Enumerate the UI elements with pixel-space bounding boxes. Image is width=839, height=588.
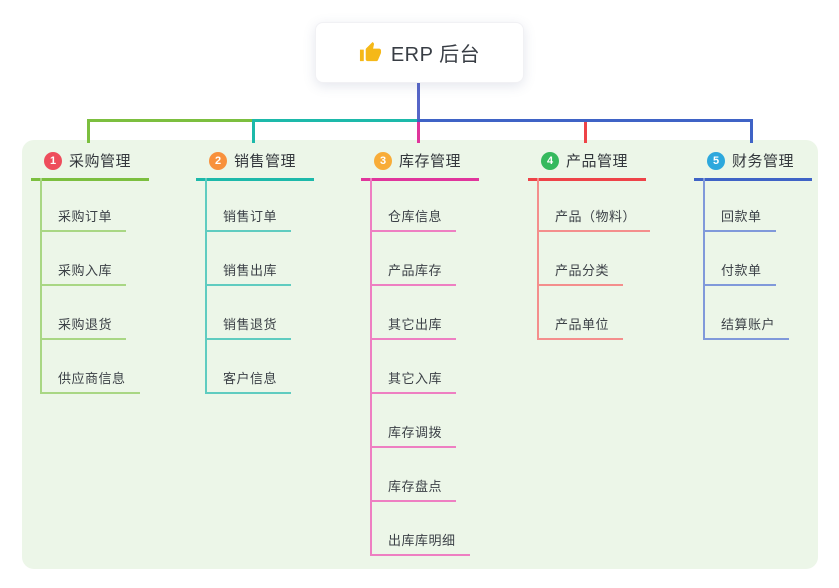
branch-spine-line xyxy=(537,178,539,340)
child-row: 产品（物料） xyxy=(537,178,651,232)
branch-children: 回款单付款单结算账户 xyxy=(703,178,790,340)
child-node[interactable]: 库存调拨 xyxy=(370,422,457,448)
branch-node-5[interactable]: 5 财务管理 xyxy=(694,150,812,181)
child-row: 销售订单 xyxy=(205,178,292,232)
branch-drop-line xyxy=(584,119,587,143)
child-row: 采购退货 xyxy=(40,286,140,340)
bus-segment xyxy=(417,119,753,122)
child-node[interactable]: 其它出库 xyxy=(370,314,457,340)
branch-number-badge: 3 xyxy=(374,151,392,170)
branch-node-4[interactable]: 4 产品管理 xyxy=(528,150,646,181)
child-node[interactable]: 采购退货 xyxy=(40,314,127,340)
child-node[interactable]: 销售订单 xyxy=(205,206,292,232)
branches-panel xyxy=(22,140,818,569)
branch-label: 库存管理 xyxy=(399,153,462,170)
child-node[interactable]: 出库库明细 xyxy=(370,530,470,556)
child-node[interactable]: 产品库存 xyxy=(370,260,457,286)
branch-label: 销售管理 xyxy=(234,153,297,170)
branch-spine-line xyxy=(370,178,372,556)
thumbs-up-icon xyxy=(359,41,382,64)
child-node[interactable]: 回款单 xyxy=(703,206,776,232)
branch-number-badge: 5 xyxy=(707,151,725,170)
child-node[interactable]: 采购订单 xyxy=(40,206,127,232)
root-node[interactable]: ERP 后台 xyxy=(315,22,524,83)
child-node[interactable]: 销售出库 xyxy=(205,260,292,286)
child-row: 销售退货 xyxy=(205,286,292,340)
branch-spine-line xyxy=(205,178,207,394)
branch-spine-line xyxy=(703,178,705,340)
bus-segment xyxy=(87,119,252,122)
child-node[interactable]: 其它入库 xyxy=(370,368,457,394)
child-node[interactable]: 产品单位 xyxy=(537,314,624,340)
child-row: 库存调拨 xyxy=(370,394,470,448)
branch-label: 财务管理 xyxy=(732,153,795,170)
child-node[interactable]: 仓库信息 xyxy=(370,206,457,232)
child-node[interactable]: 结算账户 xyxy=(703,314,790,340)
child-row: 采购入库 xyxy=(40,232,140,286)
child-row: 仓库信息 xyxy=(370,178,470,232)
branch-children: 销售订单销售出库销售退货客户信息 xyxy=(205,178,292,394)
branch-drop-line xyxy=(417,119,420,143)
branch-drop-line xyxy=(750,119,753,143)
child-row: 结算账户 xyxy=(703,286,790,340)
branch-number-badge: 2 xyxy=(209,151,227,170)
child-row: 客户信息 xyxy=(205,340,292,394)
child-row: 采购订单 xyxy=(40,178,140,232)
bus-segment xyxy=(252,119,417,122)
child-row: 销售出库 xyxy=(205,232,292,286)
child-node[interactable]: 销售退货 xyxy=(205,314,292,340)
child-node[interactable]: 供应商信息 xyxy=(40,368,140,394)
branch-label: 采购管理 xyxy=(69,153,132,170)
child-row: 其它出库 xyxy=(370,286,470,340)
child-node[interactable]: 采购入库 xyxy=(40,260,127,286)
child-node[interactable]: 产品分类 xyxy=(537,260,624,286)
branch-node-2[interactable]: 2 销售管理 xyxy=(196,150,314,181)
branch-spine-line xyxy=(40,178,42,394)
child-row: 出库库明细 xyxy=(370,502,470,556)
child-node[interactable]: 产品（物料） xyxy=(537,206,651,232)
branch-drop-line xyxy=(252,119,255,143)
child-row: 产品分类 xyxy=(537,232,650,286)
child-row: 库存盘点 xyxy=(370,448,470,502)
root-label: ERP 后台 xyxy=(390,44,481,66)
root-connector-line xyxy=(417,82,420,120)
child-row: 回款单 xyxy=(703,178,789,232)
child-row: 供应商信息 xyxy=(40,340,140,394)
child-node[interactable]: 付款单 xyxy=(703,260,776,286)
child-node[interactable]: 客户信息 xyxy=(205,368,292,394)
branch-number-badge: 4 xyxy=(541,151,559,170)
child-row: 其它入库 xyxy=(370,340,470,394)
branch-node-1[interactable]: 1 采购管理 xyxy=(31,150,149,181)
branch-children: 产品（物料） 产品分类产品单位 xyxy=(537,178,651,340)
branch-drop-line xyxy=(87,119,90,143)
branch-children: 仓库信息产品库存其它出库其它入库库存调拨库存盘点出库库明细 xyxy=(370,178,470,556)
child-node[interactable]: 库存盘点 xyxy=(370,476,457,502)
branch-children: 采购订单采购入库采购退货供应商信息 xyxy=(40,178,140,394)
child-row: 产品单位 xyxy=(537,286,650,340)
child-row: 产品库存 xyxy=(370,232,470,286)
branch-label: 产品管理 xyxy=(566,153,629,170)
child-row: 付款单 xyxy=(703,232,789,286)
branch-node-3[interactable]: 3 库存管理 xyxy=(361,150,479,181)
branch-number-badge: 1 xyxy=(44,151,62,170)
